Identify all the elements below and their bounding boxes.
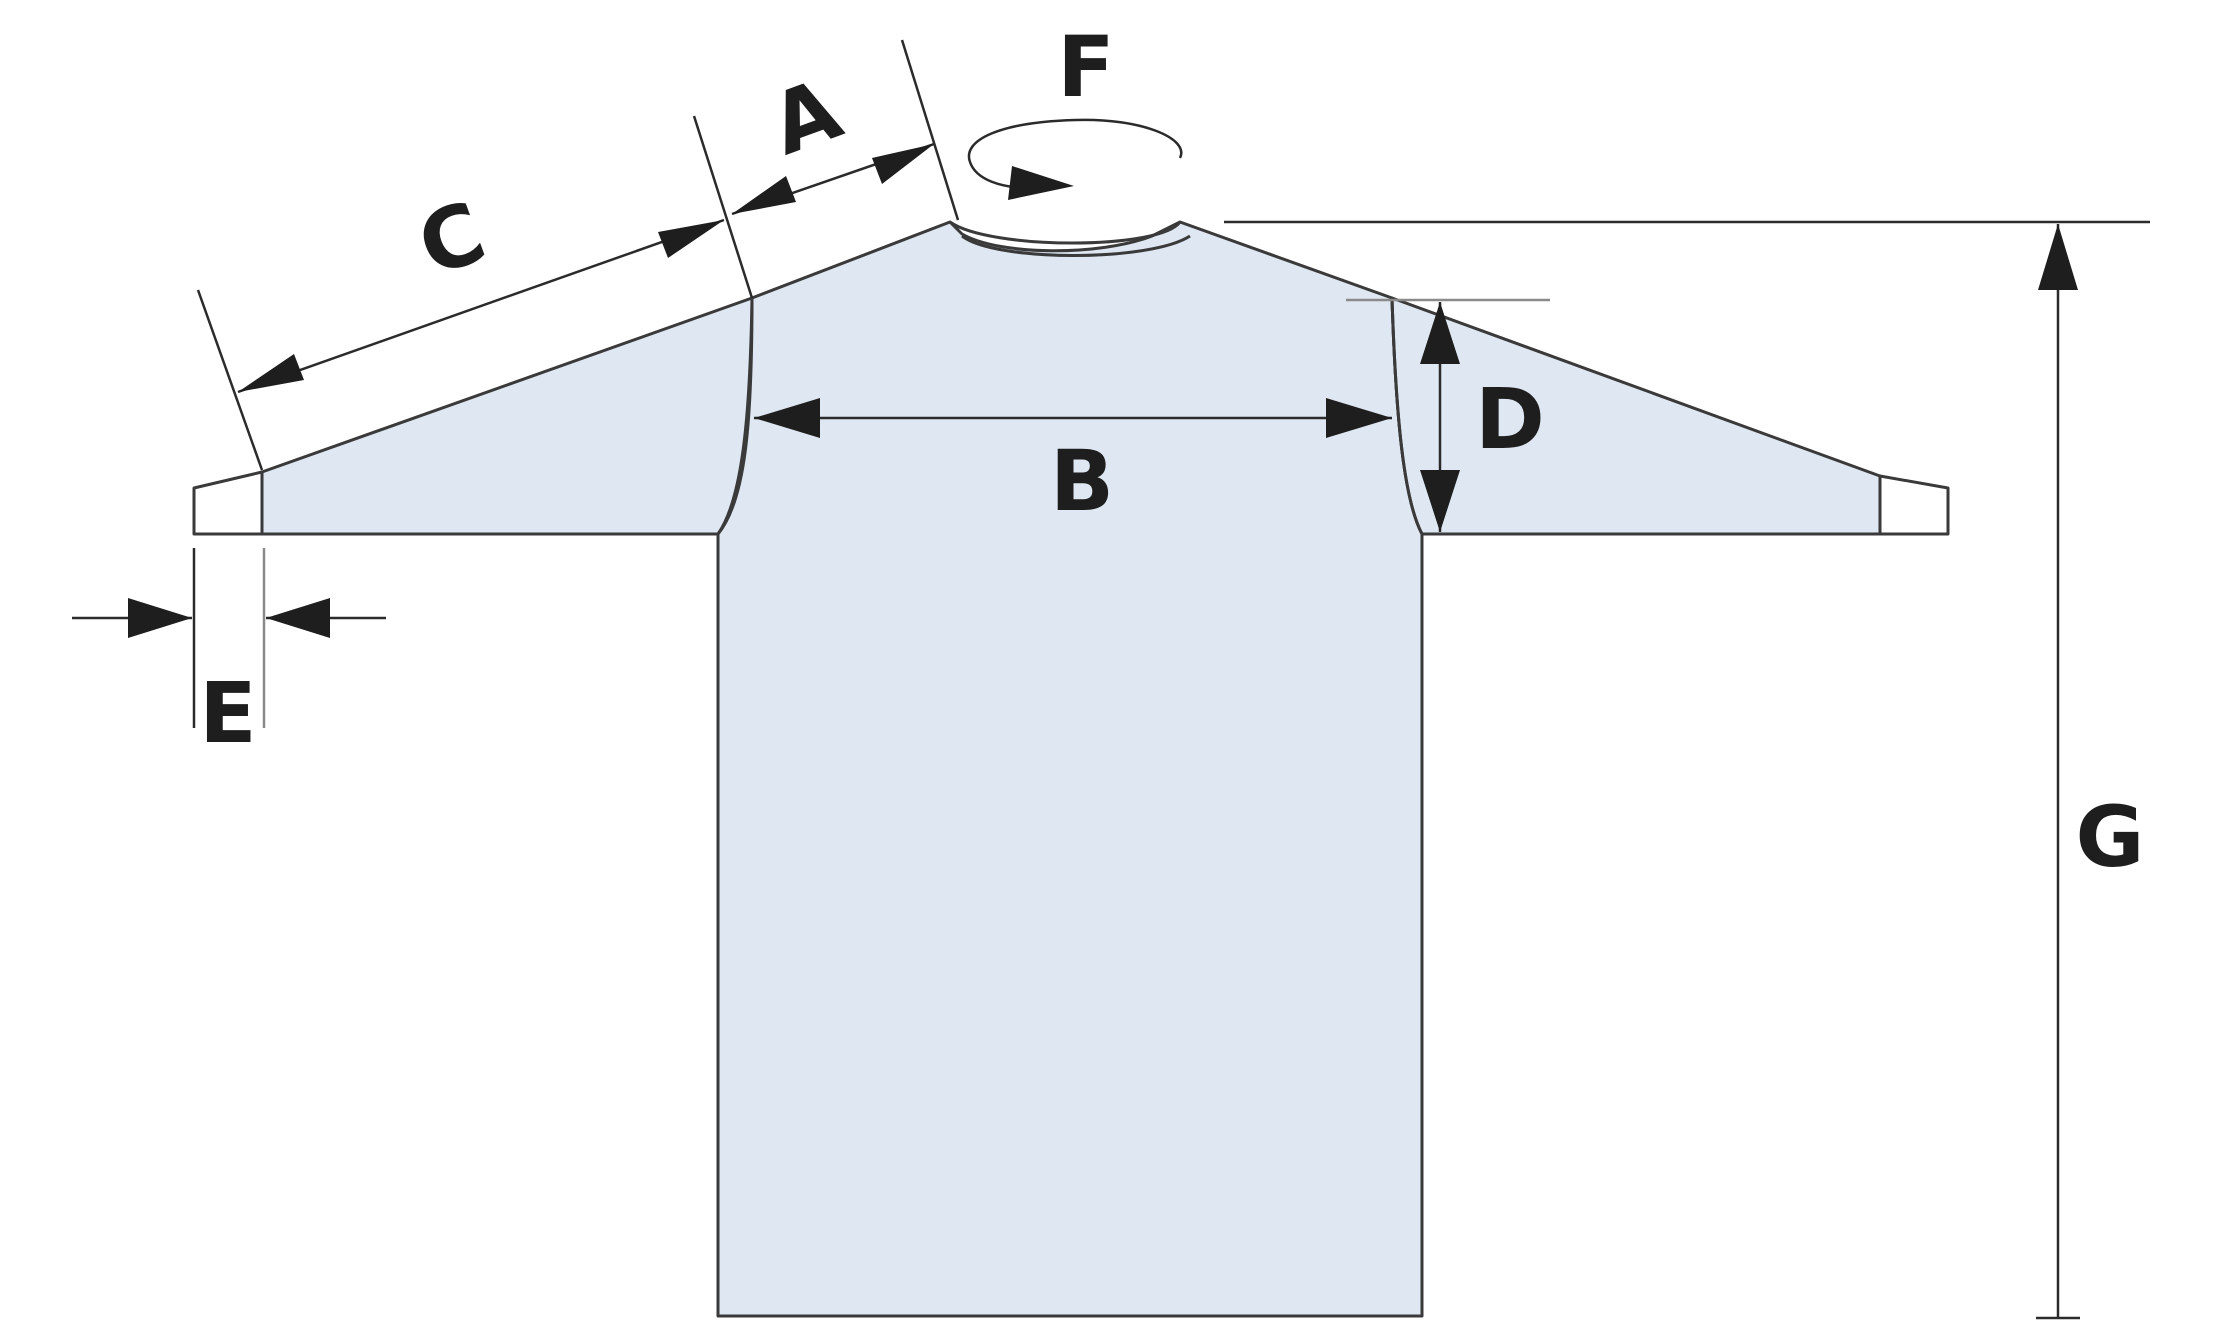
- left-cuff: [192, 470, 264, 536]
- dimension-line-c: [237, 218, 725, 394]
- arrowhead-e-left: [128, 598, 192, 638]
- label-a: A: [758, 60, 853, 174]
- neck-loop: [967, 118, 1183, 190]
- label-e: E: [199, 664, 256, 762]
- arrowhead-a-left: [732, 176, 796, 214]
- label-g: G: [2076, 788, 2145, 886]
- arrowhead-d-top: [1420, 302, 1460, 364]
- neckline-rib-inner: [949, 220, 1182, 245]
- left-sleeve: [260, 296, 754, 536]
- arrowhead-a-right: [872, 144, 934, 184]
- right-sleeve: [1390, 296, 1882, 536]
- guide-c-outer: [196, 289, 264, 471]
- arrowhead-e-right: [266, 598, 330, 638]
- left-armhole-seam: [716, 297, 754, 535]
- arrowhead-b-right: [1326, 398, 1392, 438]
- label-d: D: [1475, 370, 1545, 468]
- guide-a-outer: [692, 115, 754, 299]
- arrowhead-c-right: [658, 220, 724, 258]
- arrowhead-f: [1008, 166, 1074, 200]
- arrowhead-c-left: [238, 354, 304, 392]
- guide-a-inner: [900, 39, 960, 221]
- arrowhead-d-bottom: [1420, 470, 1460, 532]
- arrowhead-b-left: [754, 398, 820, 438]
- label-b: B: [1050, 432, 1114, 530]
- arrowhead-g-top: [2038, 224, 2078, 290]
- label-f: F: [1057, 18, 1114, 116]
- right-cuff: [1878, 474, 1950, 536]
- garment-body: [716, 220, 1424, 1318]
- label-c: C: [406, 182, 497, 295]
- neckline-rib: [961, 234, 1191, 257]
- right-armhole-seam: [1390, 297, 1424, 535]
